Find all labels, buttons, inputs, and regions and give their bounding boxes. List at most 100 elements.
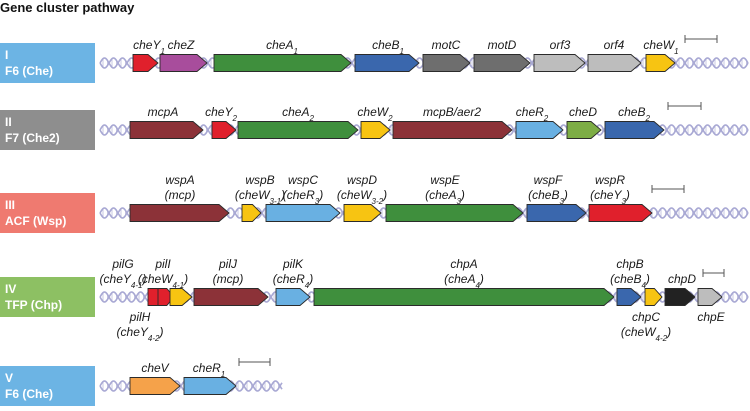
gene-label: (cheR3) (283, 188, 323, 206)
pathway-name: ACF (Wsp) (5, 214, 66, 228)
gene-arrow-wspF (526, 204, 587, 222)
gene-label: (cheY4-1) (100, 272, 147, 290)
scale-bar (684, 35, 718, 43)
gene-label: cheA1 (266, 38, 298, 56)
gene-label: (cheY3) (590, 188, 630, 206)
gene-arrow-cheW (645, 54, 676, 72)
scale-bar (702, 269, 725, 277)
gene-label: cheZ (168, 38, 195, 52)
gene-arrow-orf4 (587, 54, 642, 72)
gene-arrow-cheR (515, 121, 564, 139)
gene-label: orf3 (550, 38, 571, 52)
gene-arrow-wspD (343, 204, 382, 222)
gene-label: cheY2 (205, 105, 237, 123)
gene-label: cheA2 (282, 105, 314, 123)
gene-arrow-pilK (275, 288, 311, 306)
gene-arrow-cheV (129, 377, 181, 395)
gene-arrow-cheD (566, 121, 602, 139)
gene-arrow-mcpBaer2 (392, 121, 513, 139)
pathway-name: F6 (Che) (5, 64, 53, 78)
gene-arrow-pilJ (193, 288, 269, 306)
gene-arrow-chpE (697, 288, 723, 306)
gene-arrow-cheY (211, 121, 237, 139)
gene-label: (mcp) (165, 188, 196, 202)
gene-label: (cheW3-1) (235, 188, 285, 206)
gene-arrow-cheB (604, 121, 665, 139)
gene-label: chpD (668, 272, 696, 286)
gene-arrow-cheW (360, 121, 391, 139)
gene-label: wspA (165, 173, 194, 187)
gene-label: chpA (450, 257, 477, 271)
gene-label: (cheA3) (425, 188, 465, 206)
gene-label: wspF (534, 173, 563, 187)
pathway-number: II (5, 115, 12, 129)
gene-label: chpC (632, 310, 660, 324)
pathway-badge: V F6 (Che) (0, 366, 95, 406)
gene-arrow-chpB (616, 288, 642, 306)
gene-arrow-wspE (385, 204, 524, 222)
gene-label: (cheW3-2) (337, 188, 387, 206)
gene-label: motD (488, 38, 517, 52)
pathway-badge: II F7 (Che2) (0, 110, 95, 150)
gene-label: pilJ (218, 257, 238, 271)
pathway-name: F7 (Che2) (5, 131, 60, 145)
gene-label: (cheY4-2) (117, 325, 164, 343)
gene-arrow-orf3 (533, 54, 586, 72)
gene-arrow-chpD (664, 288, 696, 306)
gene-label: chpB (616, 257, 643, 271)
gene-label: mcpB/aer2 (423, 105, 481, 119)
pathway-number: I (5, 48, 8, 62)
gene-label: (cheA4) (444, 272, 484, 290)
gene-arrow-chpC (644, 288, 663, 306)
gene-label: cheV (141, 361, 169, 375)
gene-arrow-wspC (265, 204, 341, 222)
pathway-number: IV (5, 282, 16, 296)
gene-label: wspR (595, 173, 625, 187)
gene-label: cheB2 (618, 105, 650, 123)
gene-label: wspD (347, 173, 377, 187)
gene-arrow-wspB (241, 204, 262, 222)
pathway-badge: I F6 (Che) (0, 43, 95, 83)
gene-arrow-motC (422, 54, 471, 72)
gene-label: mcpA (148, 105, 179, 119)
gene-label: motC (432, 38, 461, 52)
gene-label: cheR1 (193, 361, 225, 379)
gene-label: orf4 (604, 38, 625, 52)
pathway-number: V (5, 371, 13, 385)
header-title: Gene cluster pathway (0, 0, 135, 15)
gene-label: pilK (282, 257, 304, 271)
pathway-badge: III ACF (Wsp) (0, 193, 95, 233)
gene-label: (mcp) (213, 272, 244, 286)
gene-label: (cheB3) (528, 188, 568, 206)
gene-label: cheY1 (133, 38, 165, 56)
gene-label: chpE (697, 310, 725, 324)
gene-arrow-cheR (183, 377, 237, 395)
gene-label: wspB (245, 173, 274, 187)
scale-bar (667, 102, 702, 110)
gene-label: cheD (569, 105, 597, 119)
gene-arrow-wspA (129, 204, 230, 222)
gene-arrow-wspR (588, 204, 653, 222)
pathway-name: TFP (Chp) (5, 298, 62, 312)
gene-label: wspC (288, 173, 318, 187)
pathway-name: F6 (Che) (5, 387, 53, 401)
gene-label: (cheB4) (610, 272, 650, 290)
gene-arrow-cheA (213, 54, 352, 72)
gene-arrow-chpA (313, 288, 615, 306)
gene-label: pilI (154, 257, 171, 271)
pathway-number: III (5, 198, 15, 212)
pathway-badge: IV TFP (Chp) (0, 277, 95, 317)
gene-label: cheW2 (357, 105, 393, 123)
gene-arrow-mcpA (129, 121, 204, 139)
gene-arrow-cheB (354, 54, 420, 72)
gene-arrow-cheZ (159, 54, 208, 72)
gene-label: pilH (129, 310, 151, 324)
gene-label: (cheW4-1) (138, 272, 188, 290)
gene-arrow-cheA (237, 121, 359, 139)
gene-arrow-pilI (169, 288, 193, 306)
gene-arrow-motD (473, 54, 531, 72)
gene-label: cheR2 (516, 105, 549, 123)
gene-label: (cheR4) (273, 272, 313, 290)
gene-label: cheB1 (372, 38, 404, 56)
